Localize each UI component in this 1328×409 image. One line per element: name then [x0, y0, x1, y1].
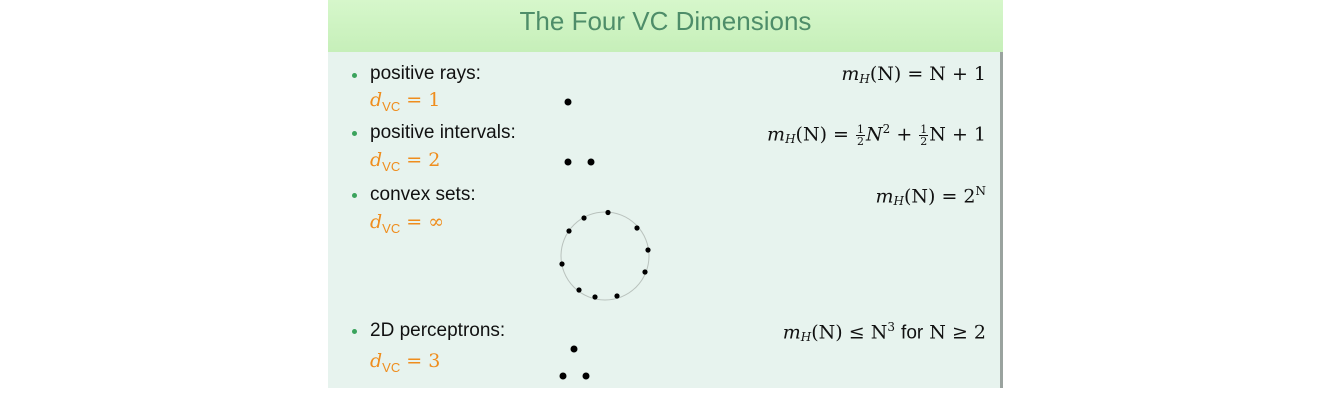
bullet-icon: [352, 193, 357, 198]
one-point-figure: [564, 98, 572, 106]
dvc-value: = 2: [406, 149, 441, 171]
formula-n: (N): [795, 123, 827, 146]
bullet-icon: [352, 73, 357, 78]
slide: The Four VC Dimensions positive rays: dV…: [328, 0, 1003, 388]
bullet-icon: [352, 131, 357, 136]
dvc-symbol: d: [370, 149, 383, 171]
formula-eq: =: [833, 123, 849, 146]
dvc-value: = 3: [406, 350, 441, 372]
growth-function-convex-sets: mH(N) = 2N: [875, 184, 987, 209]
formula-rest: = 2: [941, 185, 976, 208]
data-point: [581, 215, 587, 221]
item-label-positive-rays: positive rays:: [370, 63, 481, 84]
growth-function-positive-rays: mH(N) = N + 1: [841, 63, 986, 86]
dvc-subscript: VC: [382, 360, 401, 375]
circle-points-figure: [559, 209, 651, 301]
formula-rest: ≤ N: [848, 321, 888, 344]
formula-plus: +: [896, 123, 913, 146]
formula-for: for: [901, 322, 924, 344]
data-point: [642, 269, 648, 275]
slide-content: positive rays: dVC= 1 mH(N) = N + 1 posi…: [328, 52, 1003, 388]
bullet-icon: [352, 329, 357, 334]
convex-circle: [560, 211, 650, 301]
dvc-symbol: d: [370, 211, 383, 233]
dvc-subscript: VC: [382, 99, 401, 114]
data-point: [614, 293, 620, 299]
dvc-subscript: VC: [382, 159, 401, 174]
formula-h: H: [893, 194, 904, 209]
data-point: [582, 372, 590, 380]
growth-function-2d-perceptrons: mH(N) ≤ N3 for N ≥ 2: [783, 320, 986, 344]
data-point: [559, 261, 565, 267]
formula-m: m: [782, 321, 801, 344]
data-point: [592, 294, 598, 300]
formula-n2: N: [866, 123, 883, 146]
formula-m: m: [875, 185, 894, 208]
formula-h: H: [800, 330, 812, 345]
item-label-positive-intervals: positive intervals:: [370, 122, 516, 143]
formula-h: H: [859, 72, 870, 86]
formula-exponent: N: [975, 184, 987, 198]
formula-n1: N + 1: [929, 123, 986, 146]
item-label-2d-perceptrons: 2D perceptrons:: [370, 320, 506, 341]
fraction-denominator: 2: [857, 134, 864, 148]
dvc-subscript: VC: [382, 221, 401, 236]
formula-m: m: [841, 63, 860, 85]
data-point: [570, 345, 578, 353]
data-point: [566, 228, 572, 234]
dvc-symbol: d: [370, 89, 383, 111]
fraction-numerator: 1: [919, 122, 929, 136]
formula-exponent: 3: [887, 320, 895, 334]
dvc-positive-rays: dVC = 1: [370, 89, 441, 114]
formula-m: m: [767, 123, 786, 146]
three-point-figure: [559, 345, 590, 380]
data-point: [587, 158, 595, 166]
formula-exponent: 2: [882, 122, 891, 136]
data-point: [645, 247, 651, 253]
data-point: [576, 287, 582, 293]
fraction-denominator: 2: [920, 134, 928, 148]
formula-n: (N): [811, 321, 843, 344]
data-point: [564, 158, 572, 166]
title-bar: The Four VC Dimensions: [328, 0, 1003, 52]
item-label-convex-sets: convex sets:: [370, 184, 476, 205]
formula-condition: N ≥ 2: [929, 321, 986, 344]
dvc-positive-intervals: dVC = 2: [370, 149, 441, 174]
fraction-numerator: 1: [856, 122, 865, 136]
formula-h: H: [785, 132, 796, 147]
two-point-figure: [564, 158, 595, 166]
data-point: [605, 209, 611, 216]
dvc-value: = ∞: [406, 211, 445, 233]
dvc-2d-perceptrons: dVC = 3: [370, 350, 441, 375]
data-point: [634, 225, 640, 231]
dvc-convex-sets: dVC = ∞: [370, 211, 445, 236]
formula-n: (N): [869, 63, 902, 85]
formula-n: (N): [903, 185, 936, 208]
slide-title: The Four VC Dimensions: [519, 6, 812, 36]
dvc-value: = 1: [406, 89, 441, 111]
dvc-symbol: d: [370, 350, 383, 372]
data-point: [559, 372, 567, 380]
data-point: [564, 98, 572, 106]
formula-rest: = N + 1: [907, 63, 986, 85]
